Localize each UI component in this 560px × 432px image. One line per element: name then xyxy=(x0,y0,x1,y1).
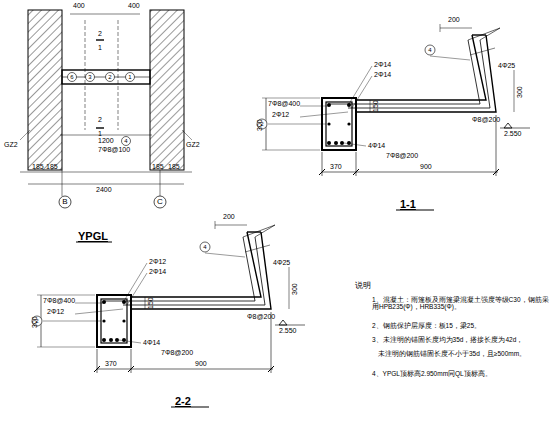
note-text: 3、未注明的锚固长度均为35d，搭接长度为42d， xyxy=(372,336,552,343)
section-1-1 xyxy=(257,24,530,210)
note-text: 4、YPGL顶标高2.950mm同QL顶标高。 xyxy=(372,370,552,377)
dimension: 900 xyxy=(195,360,207,368)
rebar-label: 2Φ14 xyxy=(374,61,391,69)
plan-view xyxy=(20,10,192,242)
dimension: 1200 xyxy=(98,137,114,145)
rebar-label: Φ8@200 xyxy=(247,313,275,321)
dimension: 370 xyxy=(330,163,342,171)
dimension: 150 xyxy=(372,100,380,112)
dimension: 150 xyxy=(147,297,155,309)
callout-number: 4 xyxy=(428,47,431,54)
view-title: YPGL xyxy=(78,230,108,242)
rebar-label: 2Φ14 xyxy=(374,71,391,79)
rebar-label: 4Φ14 xyxy=(368,142,385,150)
rebar-label: 7Φ8@400 xyxy=(43,297,75,305)
rebar-label: 2Φ12 xyxy=(149,258,166,266)
rebar-label: 2Φ12 xyxy=(47,308,64,316)
rebar-label: Φ8@200 xyxy=(472,116,500,124)
column-label: GZ2 xyxy=(4,141,18,149)
rebar-label: 4Φ25 xyxy=(498,62,515,70)
axis-label: C xyxy=(157,198,163,207)
dimension: 200 xyxy=(448,16,460,24)
callout-number: 2 xyxy=(108,74,111,81)
callout-number: 4 xyxy=(124,138,127,145)
section-mark: 1 xyxy=(98,44,102,52)
section-title: 1-1 xyxy=(400,198,416,210)
dimension: 400 xyxy=(128,2,140,10)
dimension: 900 xyxy=(420,163,432,171)
dimension: 300 xyxy=(291,283,299,295)
rebar-label: 7Φ8@200 xyxy=(386,152,418,160)
section-mark: 1 xyxy=(98,130,102,138)
callout-number: 3 xyxy=(88,74,91,81)
callout-number: 1 xyxy=(128,74,131,81)
section-mark: 2 xyxy=(98,30,102,38)
callout-number: 2 xyxy=(35,318,38,325)
dimension: 185 xyxy=(32,163,44,171)
rebar-label: 4Φ14 xyxy=(143,339,160,347)
callout-number: 6 xyxy=(70,74,73,81)
axis-label: B xyxy=(62,198,67,207)
dimension: 185 xyxy=(46,163,58,171)
elevation: 2.550 xyxy=(504,130,522,138)
dimension: 400 xyxy=(73,2,85,10)
note-text: 1、混凝土：雨篷板及雨篷梁混凝土强度等级C30，钢筋采用HPB235(Φ)，HR… xyxy=(372,296,552,310)
note-text: 2、钢筋保护层厚度：板15，梁25。 xyxy=(372,322,552,329)
note-text: 未注明的钢筋锚固长度不小于35d，且≥500mm。 xyxy=(378,350,552,357)
column-label: GZ2 xyxy=(186,141,200,149)
dimension: 185 xyxy=(168,163,180,171)
rebar-label: 7Φ8@100 xyxy=(98,146,130,154)
dimension: 200 xyxy=(223,213,235,221)
rebar-label: 2Φ14 xyxy=(149,268,166,276)
dimension: 2400 xyxy=(96,186,112,194)
section-2-2 xyxy=(32,221,305,407)
rebar-label: 7Φ8@200 xyxy=(161,349,193,357)
dimension: 370 xyxy=(105,360,117,368)
rebar-label: 4Φ25 xyxy=(273,259,290,267)
section-title: 2-2 xyxy=(175,395,191,407)
dimension: 300 xyxy=(516,86,524,98)
section-mark: 2 xyxy=(98,116,102,124)
rebar-label: 2Φ12 xyxy=(272,111,289,119)
callout-number: 4 xyxy=(203,244,206,251)
dimension: 185 xyxy=(152,163,164,171)
callout-number: 2 xyxy=(260,121,263,128)
notes-heading: 说明 xyxy=(355,282,371,291)
elevation: 2.550 xyxy=(279,327,297,335)
rebar-label: 7Φ8@400 xyxy=(268,100,300,108)
